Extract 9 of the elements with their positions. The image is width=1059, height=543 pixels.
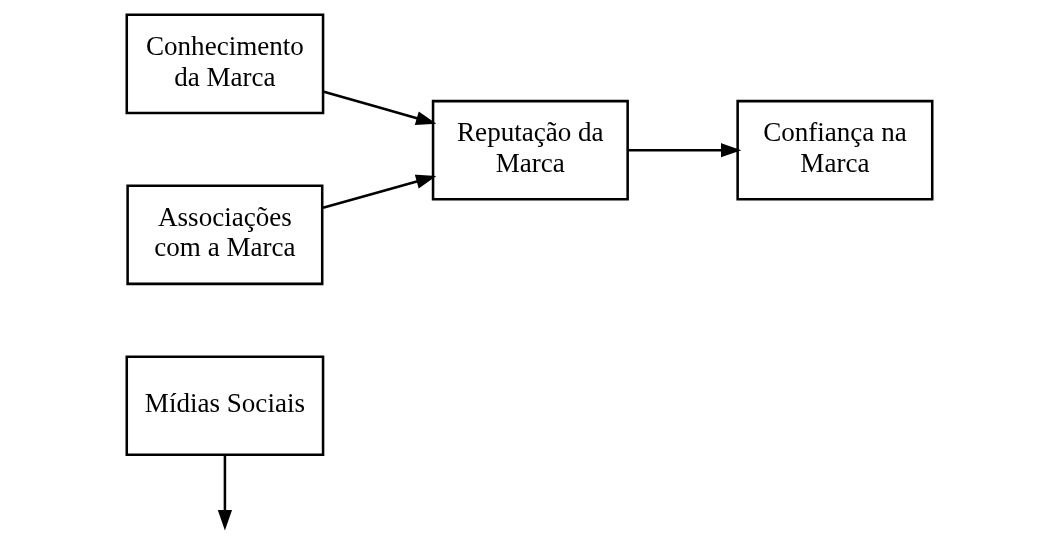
arrow [323, 90, 437, 126]
node-box: Confiança na Marca [736, 99, 934, 201]
arrow [628, 143, 742, 158]
arrow [217, 454, 233, 531]
node-box: Associações com a Marca [126, 184, 324, 286]
node-box: Conhecimento da Marca [125, 13, 325, 115]
arrow [322, 174, 437, 210]
node-box: Mídias Sociais [125, 355, 325, 457]
node-box: Reputação da Marca [431, 99, 629, 201]
